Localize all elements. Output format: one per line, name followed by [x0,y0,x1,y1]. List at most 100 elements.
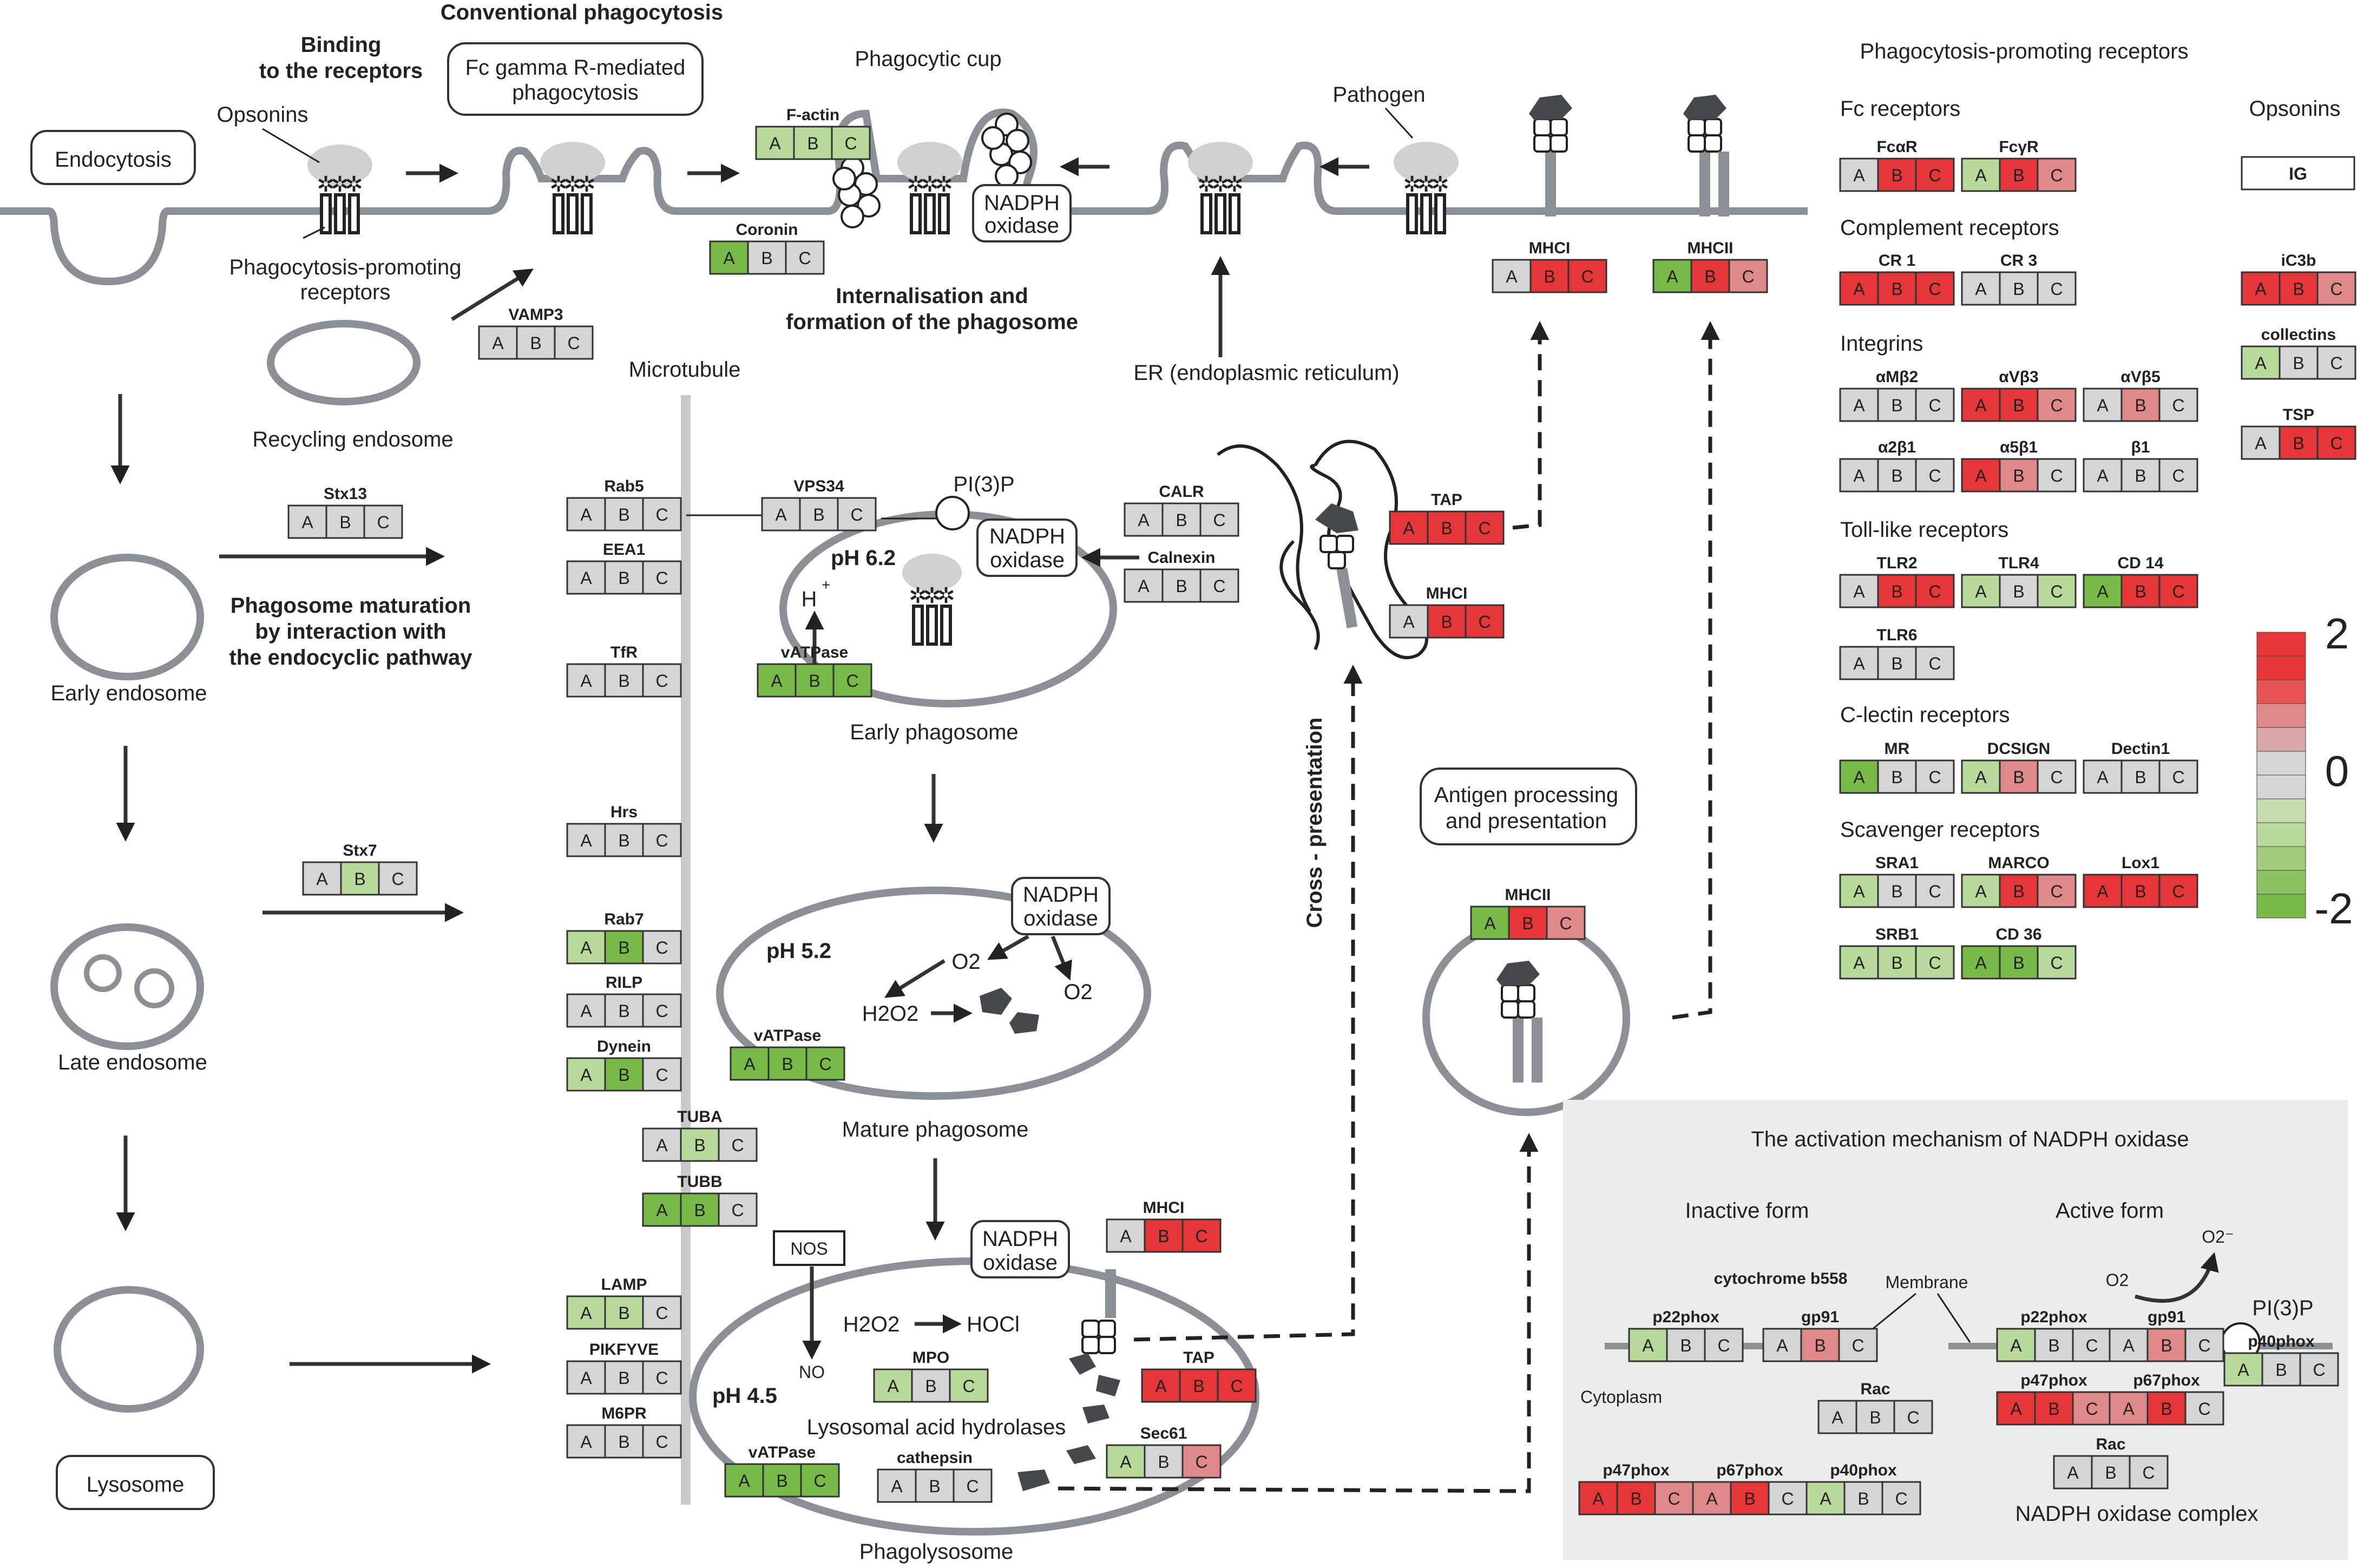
gene-cell-letter: C [962,1376,975,1396]
gene-cell-letter: C [2050,582,2063,601]
gene-cell [604,993,644,1028]
gene-cell-letter: C [2050,279,2063,299]
gene-cell-letter: C [655,671,668,691]
ig-label: IG [2289,164,2307,183]
gene-label: cathepsin [897,1449,973,1467]
gene-cell-letter: A [1853,767,1865,787]
gene-cell [2072,1391,2112,1426]
nadph-mature-label-2: oxidase [1023,907,1098,930]
gene-cell [1877,759,1917,794]
gene-cell [837,497,877,532]
gene-cell-letter: B [2275,1360,2287,1380]
gene-cell-letter: A [1853,279,1865,299]
gene-cell-letter: B [618,671,629,691]
gene-cell-letter: A [2255,279,2267,299]
scale-step [2256,655,2306,680]
gene-cell [1508,906,1548,940]
gene-cell-letter: C [655,831,668,850]
gene-cell-letter: B [2013,582,2024,601]
gene-cell-letter: A [723,248,735,268]
gene-cell-letter: C [2330,279,2342,299]
gene-cell-letter: C [2050,466,2063,486]
scale-step [2256,703,2306,728]
scale-step [2256,632,2306,657]
gene-cell-letter: A [887,1376,899,1396]
gene-cell-letter: A [580,1303,592,1323]
nadph-pl-label-1: NADPH [982,1227,1058,1251]
gene-label: Rab5 [604,477,644,495]
gene-label: CR 1 [1879,252,1915,270]
receptor-2 [540,142,605,233]
gene-cell [604,1057,644,1092]
pi3p-label: PI(3)P [953,473,1014,496]
gene-cell [1839,574,1879,608]
nadph-mature-label-1: NADPH [1023,883,1099,907]
gene-cell [1492,259,1532,293]
gene-label: αMβ2 [1876,368,1918,386]
gene-label: TUBA [677,1108,722,1126]
gene-cell [1578,1481,1618,1515]
gene-cell-letter: B [2135,882,2146,901]
gene-cell [604,823,644,857]
gene-cell-letter: B [354,869,365,889]
lysosome-label: Lysosome [87,1473,185,1497]
gene-cell-letter: A [580,505,592,524]
gene-cell-letter: C [1781,1489,1794,1508]
gene-label: p40phox [2248,1333,2315,1350]
gene-cell [1915,158,1955,192]
fc-box [447,42,704,116]
gene-label: Rab7 [604,910,644,928]
gene-cell [1839,388,1879,422]
gene-cell [800,1463,840,1498]
nos-label: NOS [790,1239,828,1258]
gene-label: Stx7 [343,842,377,860]
gene-label: Coronin [736,221,798,239]
gene-cell [757,663,797,698]
gene-cell-letter: A [1506,267,1518,286]
gene-cell-letter: A [2097,582,2109,601]
er-label: ER (endoplasmic reticulum) [1133,361,1399,385]
ppr-title: Phagocytosis-promoting receptors [1860,40,2189,63]
gene-cell [604,1424,644,1459]
gene-label: CD 36 [1995,926,2041,943]
gene-cell [915,1468,955,1503]
gene-cell-letter: C [966,1477,979,1496]
gene-cell-letter: B [618,1303,629,1323]
gene-label: Rac [2096,1435,2125,1453]
gene-cell [1730,1481,1770,1515]
gene-cell-letter: A [580,1432,592,1452]
gene-cell [1915,874,1955,908]
gene-cell-letter: B [339,513,351,532]
scale-step [2256,846,2306,871]
gene-cell [2037,158,2077,192]
maturation-label-1: Phagosome maturation [231,594,471,618]
gene-label: MR [1885,740,1910,758]
gene-cell [1915,945,1955,980]
gene-label: TAP [1431,491,1462,509]
gene-cell-letter: B [2135,396,2146,415]
gene-label: CALR [1159,483,1204,501]
gene-cell [1915,458,1955,493]
gene-cell-letter: C [655,1065,668,1085]
o2-label-mature-2: O2 [1063,980,1092,1004]
gene-label: p47phox [1603,1461,1670,1479]
gene-cell [709,240,749,275]
gene-cell [2129,1455,2169,1490]
pi3p-inset-label: PI(3)P [2252,1296,2313,1320]
gene-cell-letter: A [1975,582,1987,601]
gene-cell-letter: B [1680,1336,1691,1355]
gene-cell-letter: C [1581,267,1593,286]
gene-cell-letter: A [1853,582,1865,601]
gene-label: gp91 [1801,1308,1839,1326]
gene-cell [2083,874,2123,908]
scale-step [2256,798,2306,823]
gene-label: β1 [2131,438,2150,456]
